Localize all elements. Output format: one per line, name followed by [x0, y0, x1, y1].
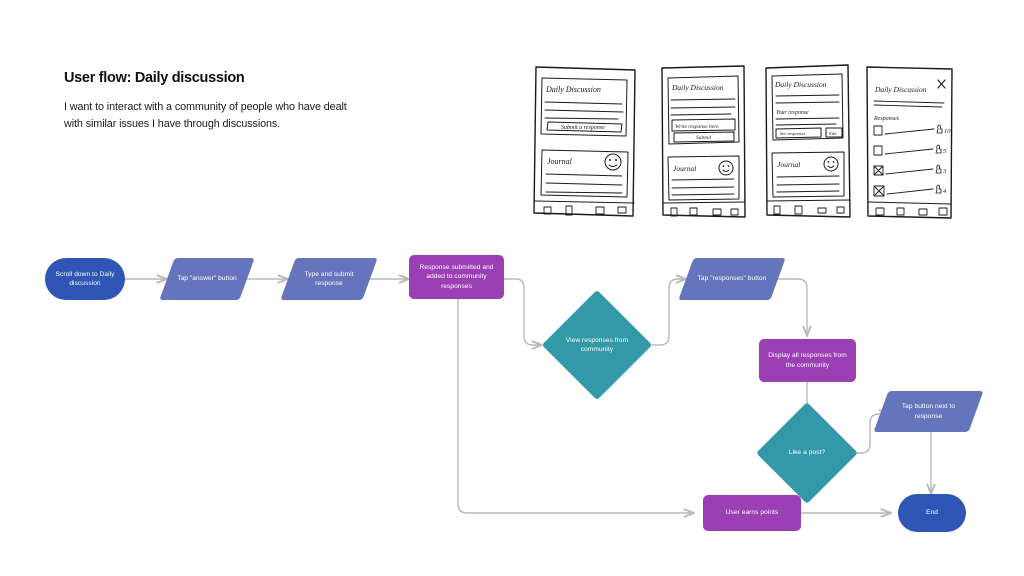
phone1-card-title: Daily Discussion [545, 85, 601, 94]
flow-node-label: Tap button next to response [901, 403, 956, 420]
close-icon[interactable] [937, 79, 946, 89]
nav-icon-3 [712, 208, 722, 216]
wireframe-phone-responses-list: Daily Discussion Responses 10 5 3 [862, 62, 958, 222]
nav-icon-3 [918, 208, 928, 216]
connector-tap-responses-to-display-all [778, 278, 807, 336]
header-block: User flow: Daily discussion I want to in… [64, 70, 364, 132]
nav-icon-4 [836, 206, 845, 214]
flow-node-user-earns[interactable]: User earns points [703, 495, 801, 531]
flow-node-label: Display all responses from the community [768, 352, 847, 369]
nav-icon-1 [670, 207, 678, 217]
flow-node-label: User earns points [725, 509, 779, 517]
shape-pill [45, 258, 125, 300]
phone4-card-title: Daily Discussion [874, 85, 927, 94]
response-like-count: 3 [942, 168, 947, 175]
phone3-edit-button[interactable]: Edit [828, 131, 837, 136]
flow-node-display-all[interactable]: Display all responses from the community [759, 339, 856, 382]
flow-node-end[interactable]: End [898, 494, 966, 532]
flow-node-view-responses[interactable]: View responses from community [541, 289, 653, 401]
flow-node-start[interactable]: Scroll down to Daily discussion [45, 258, 125, 300]
thumbs-up-icon [936, 124, 943, 134]
flow-node-type-submit[interactable]: Type and submit response [280, 258, 378, 300]
phone3-card-title: Daily Discussion [774, 80, 827, 89]
response-row: 10 [873, 124, 951, 136]
shape-rectangle [409, 255, 504, 299]
phone2-card-title: Daily Discussion [671, 83, 724, 92]
shape-rectangle [703, 495, 801, 531]
flow-node-label: View responses from community [565, 336, 629, 353]
wireframe-phone-submit-response: Daily Discussion Submit a response Journ… [530, 62, 642, 222]
phone4-section-label: Responses [873, 116, 900, 122]
response-like-count: 5 [943, 148, 947, 155]
nav-icon-4 [730, 208, 739, 216]
response-like-count: 10 [944, 128, 951, 135]
connector-like-post-to-tap-button [852, 414, 889, 454]
flow-node-tap-responses[interactable]: Tap "responses" button [678, 258, 786, 300]
flow-node-label: End [926, 509, 938, 517]
flow-node-label: Tap "answer" button [177, 275, 237, 283]
wireframe-phone-your-response: Daily Discussion Your response See respo… [760, 60, 855, 222]
smiley-icon [823, 156, 839, 172]
flow-node-tap-button-next[interactable]: Tap button next to response [873, 391, 984, 432]
phone3-response-label: Your response [776, 110, 809, 116]
nav-icon-2 [896, 207, 905, 216]
page-title: User flow: Daily discussion [64, 70, 245, 86]
response-row: 3 [873, 164, 947, 176]
flow-node-label: Type and submit response [304, 270, 354, 287]
response-row: 4 [873, 184, 947, 197]
response-like-count: 4 [943, 188, 947, 195]
phone1-submit-button[interactable]: Submit a response [561, 125, 605, 131]
flow-node-label: Like a post? [788, 449, 826, 457]
flow-node-like-post[interactable]: Like a post? [756, 402, 858, 504]
nav-icon-3 [595, 206, 605, 215]
smiley-icon [604, 153, 622, 171]
connector-response-added-to-view-responses [504, 278, 542, 345]
nav-icon-1 [773, 205, 781, 215]
connector-view-responses-to-tap-responses [652, 279, 686, 346]
smiley-icon [718, 160, 734, 176]
nav-icon-1 [875, 207, 885, 216]
shape-rectangle [759, 339, 856, 382]
thumbs-up-icon [935, 164, 942, 174]
thumbs-up-icon [935, 184, 942, 194]
flow-node-tap-answer[interactable]: Tap "answer" button [159, 258, 255, 300]
phone1-journal-title: Journal [547, 157, 573, 166]
page-subtitle: I want to interact with a community of p… [64, 101, 347, 130]
nav-icon-4 [938, 207, 948, 216]
nav-icon-2 [689, 207, 698, 216]
phone2-submit-button[interactable]: Submit [696, 135, 712, 141]
flow-node-label: Scroll down to Daily discussion [55, 270, 115, 287]
phone2-response-input[interactable]: Write response here [675, 124, 719, 130]
nav-icon-3 [817, 207, 827, 214]
phone3-see-responses-button[interactable]: See responses [780, 131, 806, 136]
phone3-journal-title: Journal [777, 160, 800, 169]
shape-pill [898, 494, 966, 532]
nav-icon-2 [565, 205, 573, 216]
nav-icon-1 [543, 206, 552, 215]
thumbs-up-icon [935, 144, 942, 154]
flow-node-label: Tap "responses" button [697, 275, 767, 283]
nav-icon-2 [794, 205, 803, 215]
connector-response-added-to-user-earns [457, 298, 694, 513]
response-row: 5 [873, 144, 947, 156]
nav-icon-4 [617, 206, 627, 214]
wireframe-phone-write-response: Daily Discussion Write response here Sub… [657, 62, 749, 222]
flow-node-response-added[interactable]: Response submitted and added to communit… [409, 255, 504, 299]
phone2-journal-title: Journal [673, 164, 696, 173]
flow-node-label: Response submitted and added to communit… [419, 263, 494, 290]
